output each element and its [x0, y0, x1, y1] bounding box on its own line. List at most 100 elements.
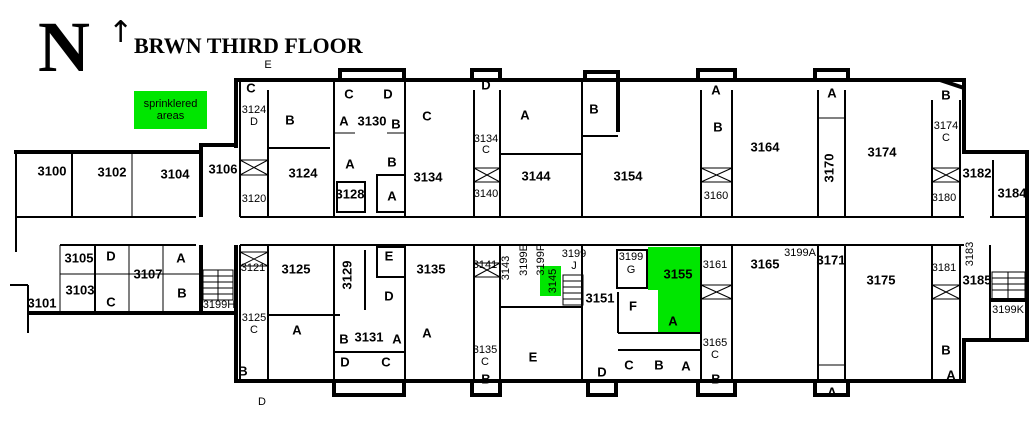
- room-label: 3125: [282, 261, 311, 276]
- room-label: G: [627, 264, 636, 276]
- room-label: 3170: [821, 154, 836, 183]
- elevator-icon: [931, 284, 961, 300]
- room-label: C: [624, 357, 634, 372]
- room-label: 3135: [473, 344, 497, 356]
- room-label: F: [629, 298, 637, 313]
- room-label: 3183: [964, 242, 976, 266]
- room-label: 3199K: [992, 304, 1024, 316]
- room-label: D: [106, 248, 115, 263]
- elevator-icon: [931, 167, 961, 183]
- room-label: C: [711, 349, 719, 361]
- room-label: C: [106, 294, 116, 309]
- room-label: A: [681, 358, 691, 373]
- corridor-label: 3199A: [784, 247, 816, 259]
- room-label: 3185: [963, 272, 992, 287]
- room-label: B: [238, 363, 247, 378]
- room-label: 3134: [474, 133, 498, 145]
- room-label: D: [481, 77, 490, 92]
- sprinklered-legend: sprinklered areas: [134, 91, 207, 129]
- elevator-icon: [239, 251, 269, 267]
- room-label: 3182: [963, 165, 992, 180]
- room-label: 3154: [614, 168, 644, 183]
- room-label: E: [264, 59, 271, 71]
- room-label: B: [713, 119, 722, 134]
- room-label: 3130: [358, 113, 387, 128]
- elevator-icon: [239, 159, 269, 176]
- room-label: 3145: [547, 269, 559, 293]
- room-label: 3140: [474, 188, 498, 200]
- room-label: 3121: [241, 262, 265, 274]
- room-label: 3165: [751, 256, 780, 271]
- room-label: D: [597, 364, 606, 379]
- room-label: A: [827, 384, 837, 399]
- room-label: D: [258, 396, 266, 408]
- room-label: B: [711, 371, 720, 386]
- room-label: 3184: [998, 185, 1028, 200]
- room-label: E: [385, 248, 394, 263]
- room-label: C: [250, 324, 258, 336]
- room-label: A: [387, 188, 397, 203]
- room-label: D: [340, 354, 349, 369]
- north-arrow-icon: ↑: [108, 15, 134, 50]
- room-label: 3161: [703, 259, 727, 271]
- elevator-shafts: [239, 159, 961, 300]
- room-label: D: [250, 116, 258, 128]
- stairs: [202, 269, 1026, 306]
- room-label: 3171: [817, 252, 846, 267]
- room-label: A: [392, 331, 402, 346]
- room-label: 3160: [704, 190, 728, 202]
- room-label: A: [520, 107, 530, 122]
- room-label: 3134: [414, 169, 444, 184]
- elevator-icon: [700, 167, 733, 183]
- room-label: 3104: [161, 166, 191, 181]
- room-label: 3181: [932, 262, 956, 274]
- interior-walls: [16, 80, 1027, 381]
- room-label: 3165: [703, 337, 727, 349]
- room-label: A: [345, 156, 355, 171]
- room-label: A: [339, 113, 349, 128]
- room-label: 3124: [242, 104, 266, 116]
- room-label: 3199E: [518, 244, 530, 276]
- room-label: A: [711, 82, 721, 97]
- room-label: B: [654, 357, 663, 372]
- room-label: C: [344, 86, 354, 101]
- exterior-walls: [10, 68, 1029, 397]
- room-label: 3180: [932, 192, 956, 204]
- sprinklered-area-3155: [648, 247, 700, 333]
- room-label: A: [827, 85, 837, 100]
- room-label: 3120: [242, 193, 266, 205]
- room-label: C: [482, 144, 490, 156]
- room-label: 3175: [867, 272, 896, 287]
- room-label: C: [381, 354, 391, 369]
- room-label: E: [529, 349, 538, 364]
- legend-label: sprinklered areas: [143, 98, 198, 122]
- room-label: 3164: [751, 139, 781, 154]
- room-label: A: [176, 250, 186, 265]
- room-label: 3141: [473, 259, 497, 271]
- room-label: A: [292, 322, 302, 337]
- room-label: C: [246, 80, 256, 95]
- room-label: 3125: [242, 312, 266, 324]
- room-label: B: [339, 331, 348, 346]
- room-label: C: [422, 108, 432, 123]
- room-label: J: [571, 260, 577, 272]
- room-label: 3155: [664, 266, 693, 281]
- sprinklered-area-3145: [540, 266, 561, 296]
- room-label: B: [177, 285, 186, 300]
- room-label: B: [285, 112, 294, 127]
- room-label: 3128: [336, 186, 365, 201]
- room-label: C: [942, 132, 950, 144]
- room-label: 3129: [339, 261, 354, 290]
- room-label: B: [391, 116, 400, 131]
- room-label: B: [941, 87, 950, 102]
- room-label: 3199: [562, 248, 586, 260]
- room-label: 3135: [417, 261, 446, 276]
- room-label: 3106: [209, 161, 238, 176]
- room-label: B: [387, 154, 396, 169]
- room-label: B: [941, 342, 950, 357]
- room-label: 3144: [522, 168, 552, 183]
- room-label: B: [481, 371, 490, 386]
- room-label: 3107: [134, 266, 163, 281]
